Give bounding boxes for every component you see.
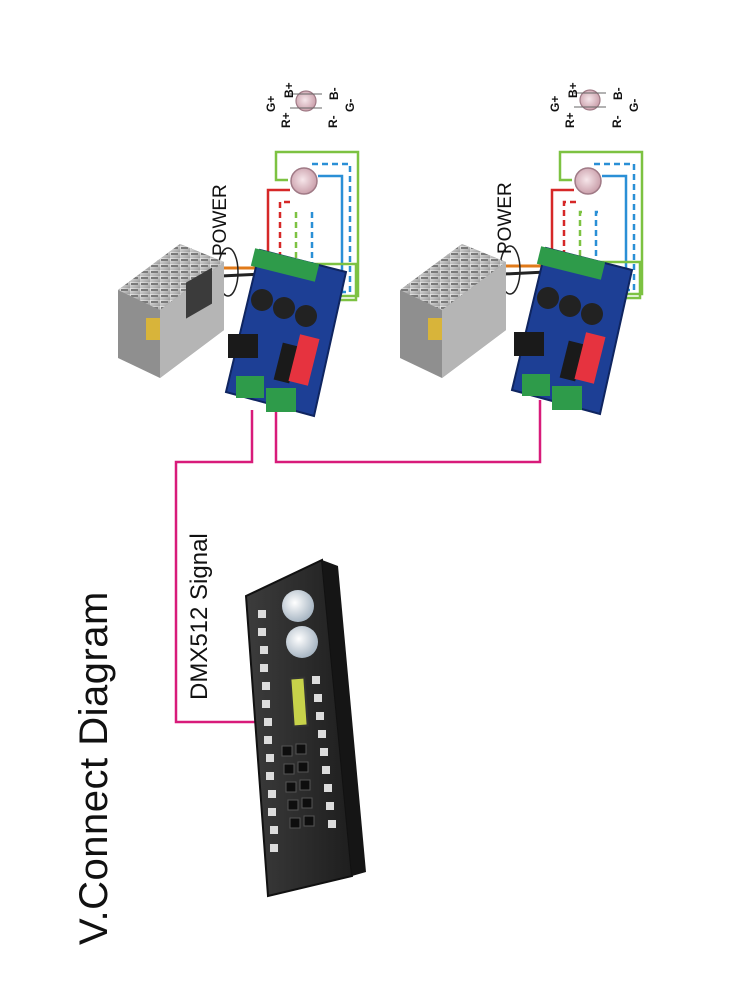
power-label-2: POWER	[495, 182, 516, 254]
power-label-1: POWER	[210, 184, 231, 256]
decoder-module-1	[118, 90, 360, 418]
pin-r-minus-1: R-	[326, 115, 340, 128]
console-buttons	[258, 610, 336, 852]
power-supply-icon	[118, 244, 224, 378]
pin-g-minus-2: G-	[627, 98, 641, 112]
pin-r-minus-2: R-	[610, 115, 624, 128]
dmx-signal-label: DMX512 Signal	[186, 533, 213, 700]
decoder-board-icon	[224, 248, 348, 418]
pin-g-minus-1: G-	[343, 98, 357, 112]
pin-b-minus-2: B-	[611, 87, 625, 100]
diagram-title: V.Connect Diagram	[72, 591, 116, 945]
pin-r-plus-2: R+	[563, 112, 577, 128]
decoder-board-icon	[510, 246, 634, 416]
pin-g-plus-1: G+	[264, 95, 278, 112]
dmx-wiring	[174, 400, 542, 724]
pin-r-plus-1: R+	[279, 112, 293, 128]
pin-b-plus-2: B+	[566, 82, 580, 98]
decoder-module-2	[400, 89, 644, 416]
rgb-led-icon	[290, 90, 322, 195]
power-supply-icon	[400, 244, 506, 378]
dmx-console-icon	[244, 558, 366, 898]
pin-b-minus-1: B-	[327, 87, 341, 100]
pin-b-plus-1: B+	[282, 82, 296, 98]
console-keypad	[281, 743, 315, 829]
pin-g-plus-2: G+	[548, 95, 562, 112]
rgb-led-icon	[574, 89, 606, 195]
